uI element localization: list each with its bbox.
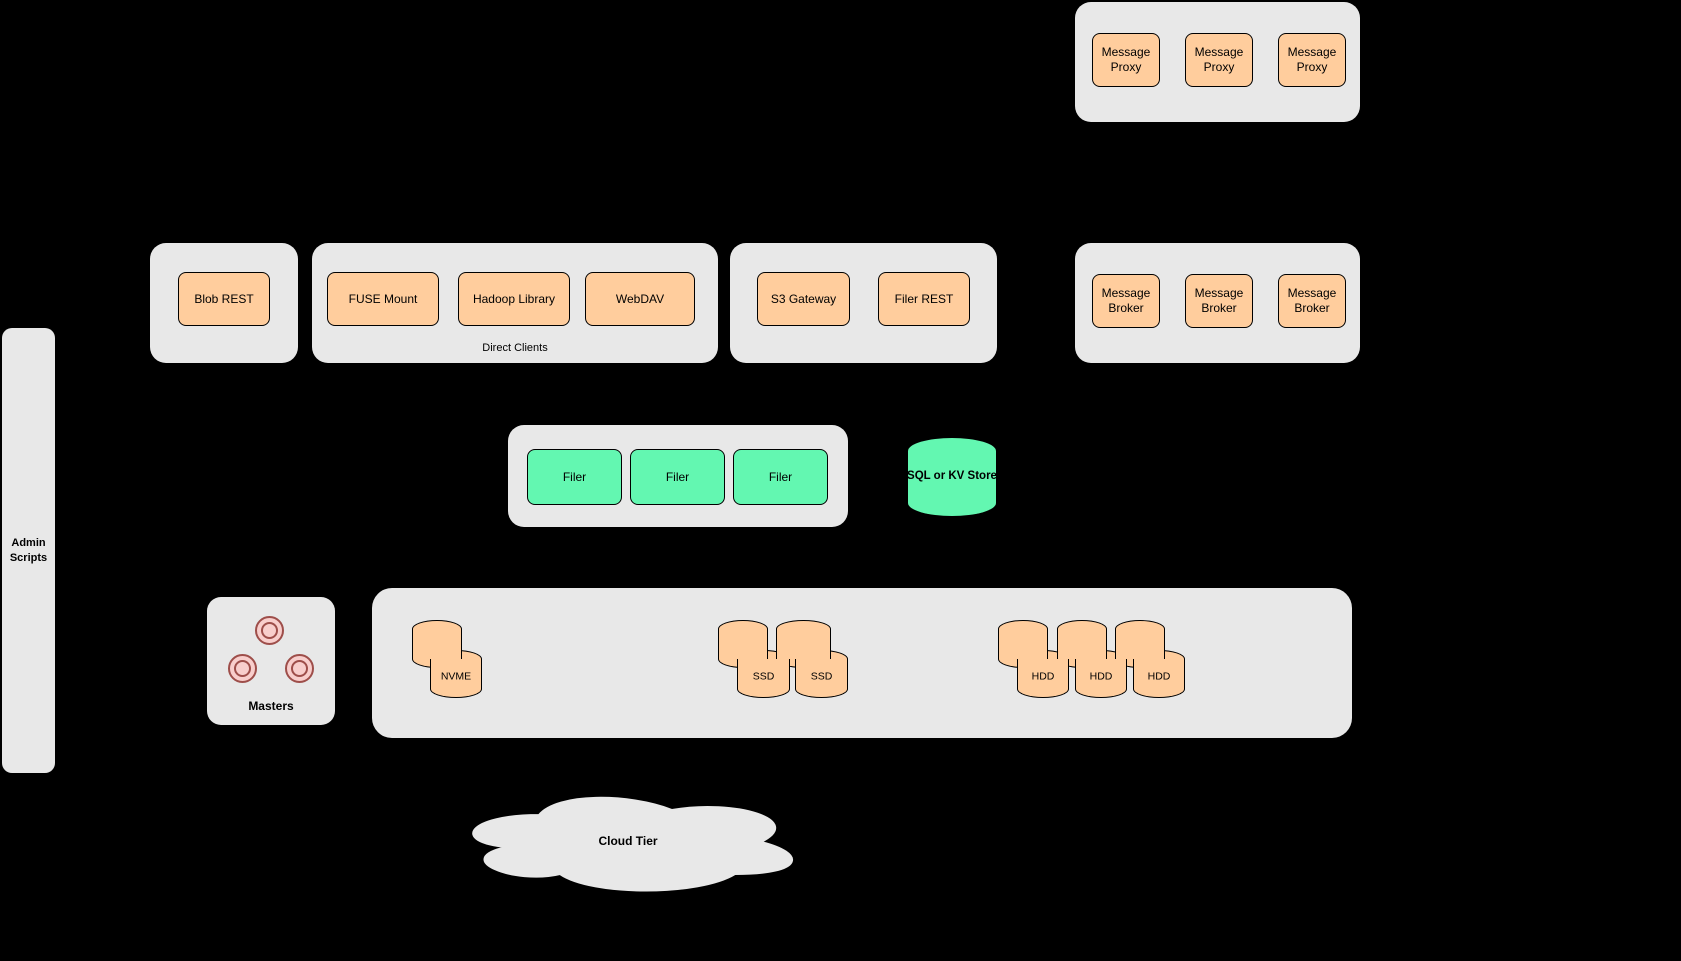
- master-node-icon: [228, 654, 257, 683]
- s3-gateway-node: S3 Gateway: [757, 272, 850, 326]
- filer-group: Filer Filer Filer: [508, 425, 848, 527]
- cloud-tier-label: Cloud Tier: [598, 834, 658, 848]
- nvme-label: NVME: [440, 670, 472, 683]
- masters-label: Masters: [248, 699, 294, 713]
- hdd-cylinder: HDD: [1133, 650, 1185, 698]
- ssd-label: SSD: [810, 670, 833, 683]
- ssd-cylinder: SSD: [795, 650, 848, 698]
- message-proxy-node: Message Proxy: [1185, 33, 1253, 87]
- cylinder-body: [1075, 659, 1127, 698]
- message-proxy-group: Message Proxy Message Proxy Message Prox…: [1075, 2, 1360, 122]
- message-broker-group: Message Broker Message Broker Message Br…: [1075, 243, 1360, 363]
- hdd-cylinder: HDD: [1075, 650, 1127, 698]
- message-proxy-node: Message Proxy: [1278, 33, 1346, 87]
- webdav-node: WebDAV: [585, 272, 695, 326]
- admin-scripts-label: Admin Scripts: [9, 537, 48, 564]
- direct-clients-group: FUSE Mount Hadoop Library WebDAV Direct …: [312, 243, 718, 363]
- hadoop-library-node: Hadoop Library: [458, 272, 570, 326]
- gateway-group: S3 Gateway Filer REST: [730, 243, 997, 363]
- cloud-icon: [472, 796, 793, 892]
- filer-rest-node: Filer REST: [878, 272, 970, 326]
- cylinder-body: [1017, 659, 1069, 698]
- fuse-mount-node: FUSE Mount: [327, 272, 439, 326]
- message-broker-node: Message Broker: [1278, 274, 1346, 328]
- cylinder-body: [795, 659, 848, 698]
- message-proxy-node: Message Proxy: [1092, 33, 1160, 87]
- hdd-label: HDD: [1089, 670, 1113, 683]
- cylinder-body: [1133, 659, 1185, 698]
- blob-rest-group: Blob REST: [150, 243, 298, 363]
- cylinder-body: [430, 659, 482, 698]
- blob-rest-node: Blob REST: [178, 272, 270, 326]
- filer-node: Filer: [527, 449, 622, 505]
- ssd-label: SSD: [752, 670, 775, 683]
- master-node-icon: [255, 616, 284, 645]
- masters-group: Masters: [207, 597, 335, 725]
- message-broker-node: Message Broker: [1185, 274, 1253, 328]
- nvme-cylinder: NVME: [430, 650, 482, 698]
- direct-clients-caption: Direct Clients: [482, 342, 548, 354]
- volume-servers-group: NVME SSD SSD HDD HDD: [372, 588, 1352, 738]
- message-broker-node: Message Broker: [1092, 274, 1160, 328]
- admin-scripts-panel: Admin Scripts: [2, 328, 55, 773]
- cylinder-body: [737, 659, 790, 698]
- cloud-tier-shape: Cloud Tier: [450, 788, 806, 896]
- hdd-label: HDD: [1031, 670, 1055, 683]
- filer-node: Filer: [630, 449, 725, 505]
- filer-node: Filer: [733, 449, 828, 505]
- master-node-icon: [285, 654, 314, 683]
- cylinder-body: [907, 451, 997, 517]
- sql-kv-store-cylinder: SQL or KV Store: [907, 437, 997, 517]
- hdd-label: HDD: [1147, 670, 1171, 683]
- sql-kv-store-label: SQL or KV Store: [907, 470, 997, 482]
